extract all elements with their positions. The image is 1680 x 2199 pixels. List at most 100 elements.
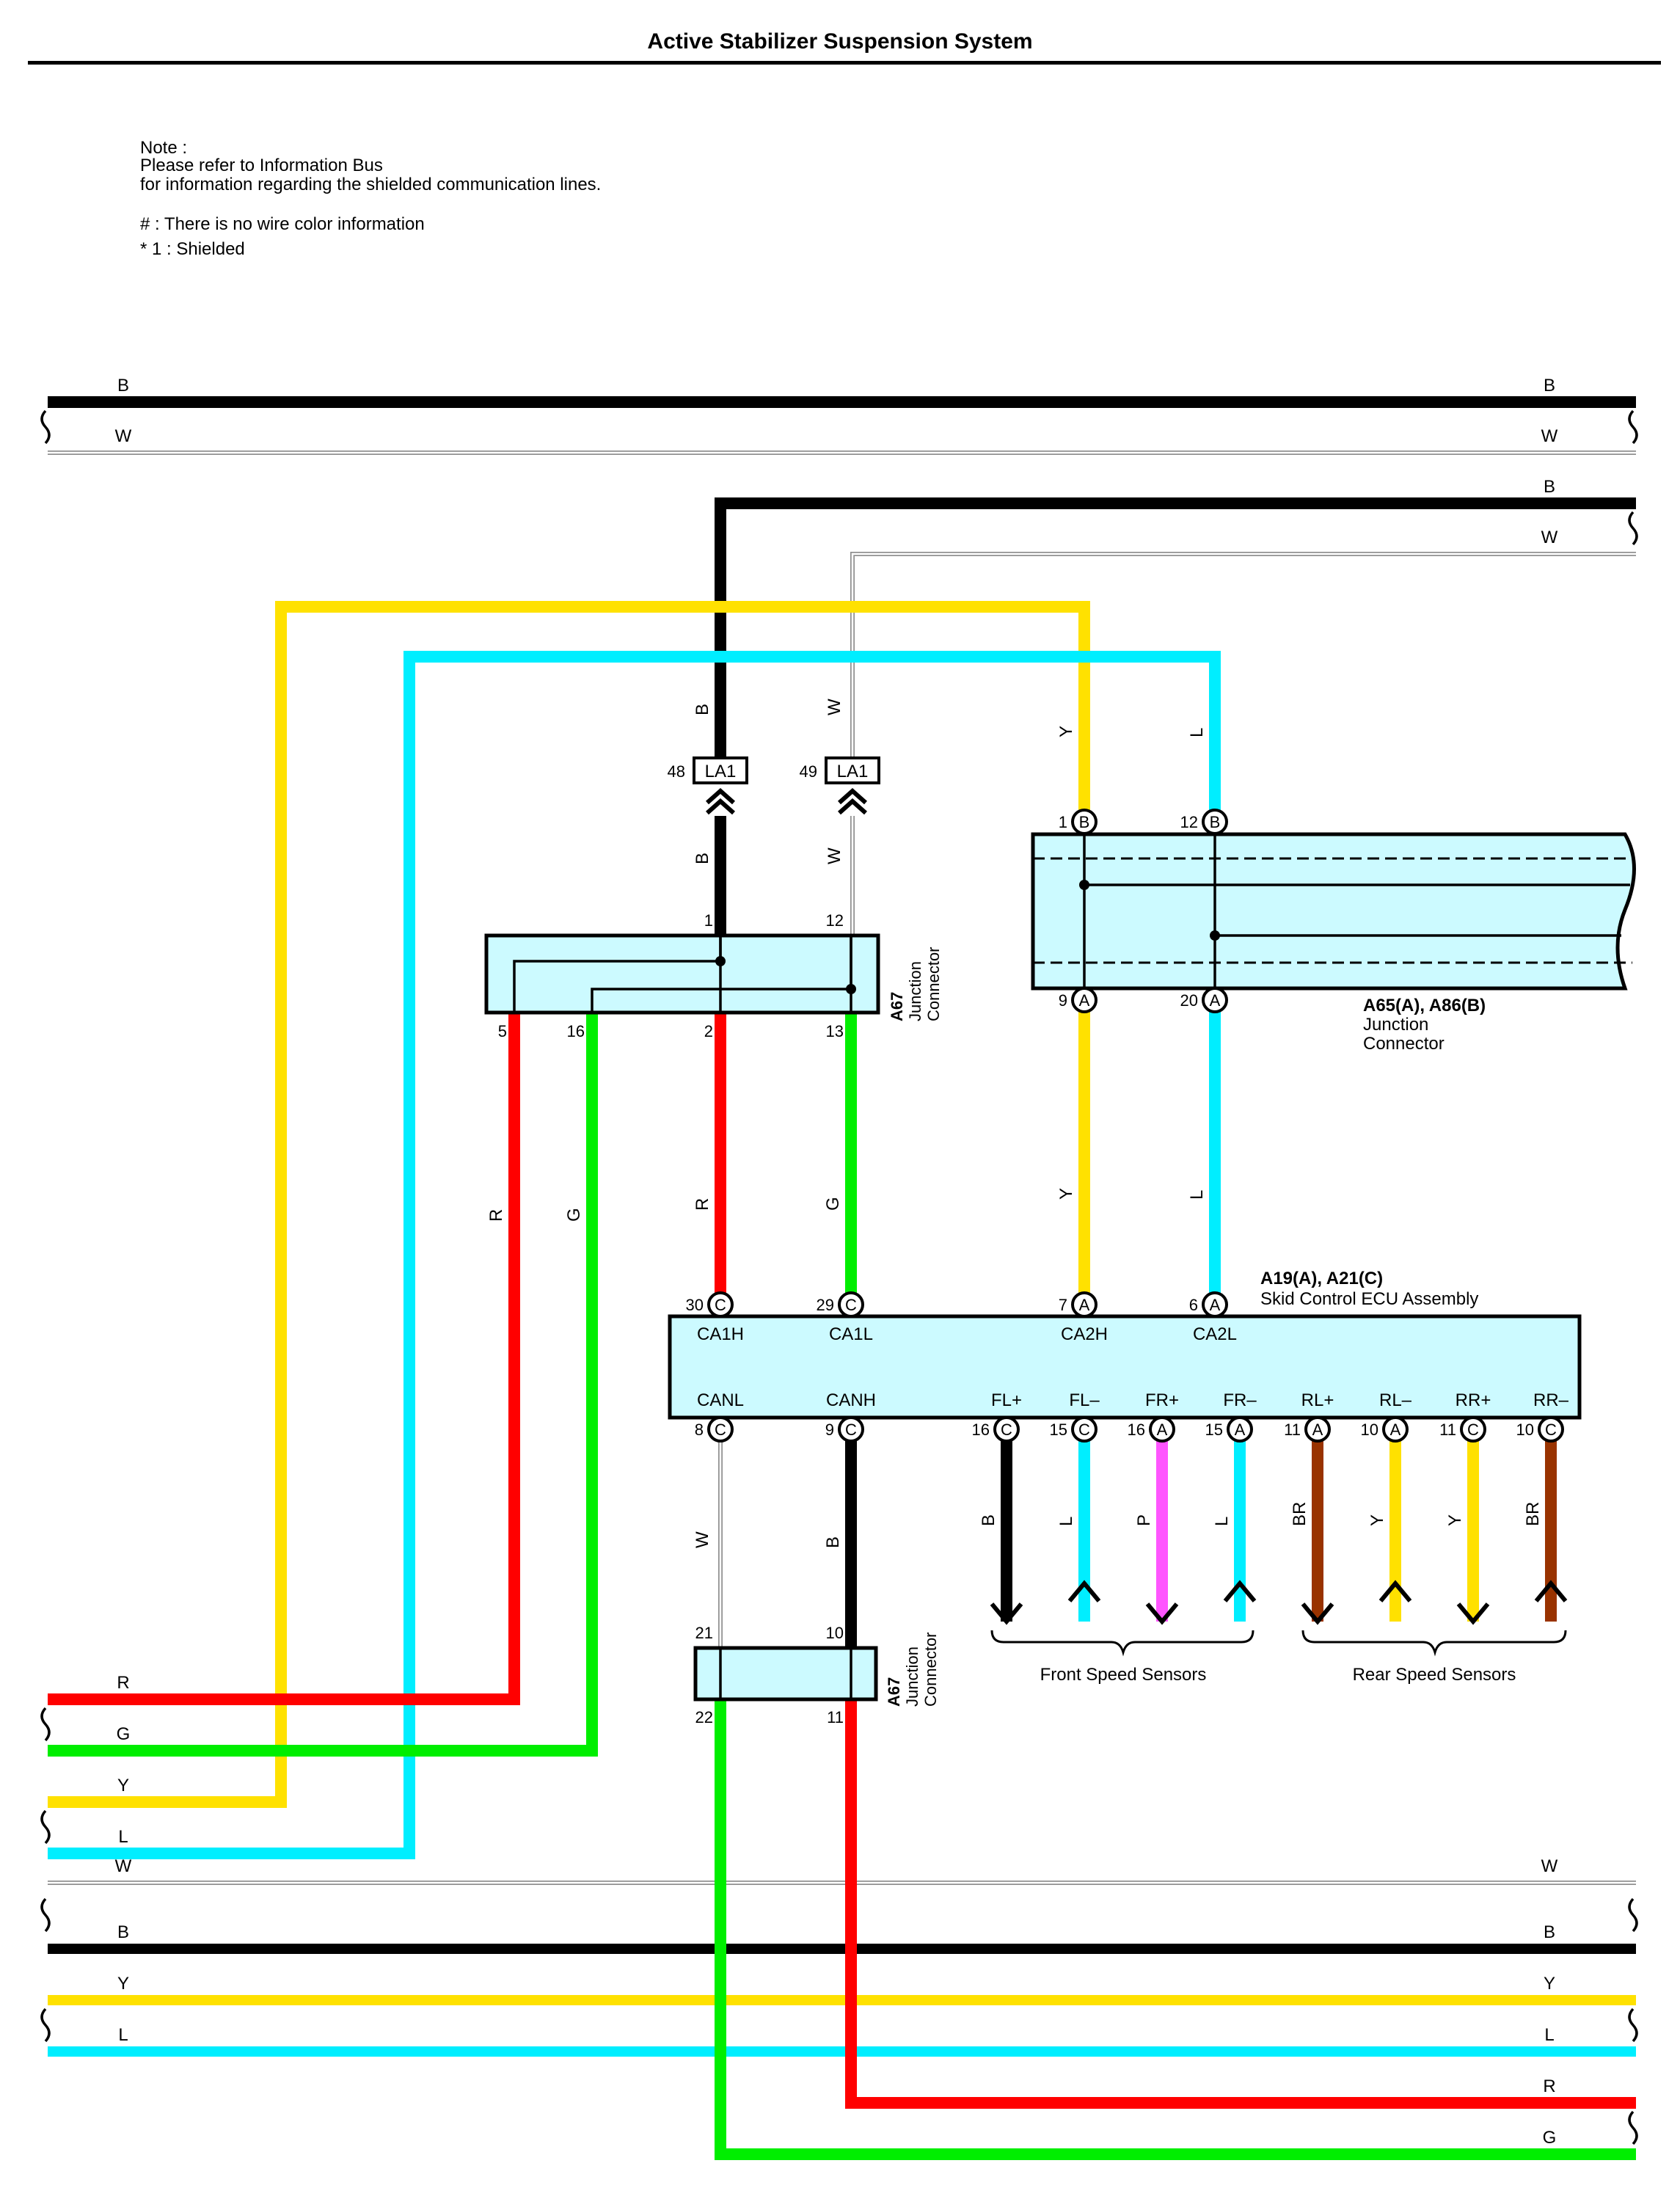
ecu-bottom-terminal-9 xyxy=(1538,1416,1564,1443)
note-line-1: Please refer to Information Bus xyxy=(140,156,383,175)
a67-lower-name-line1: Junction xyxy=(903,1646,921,1707)
sensor-arrow-0 xyxy=(990,1602,1023,1625)
note-no-color: # : There is no wire color information xyxy=(140,214,425,234)
ecu-bottom-terminal-1-letter: C xyxy=(845,1421,857,1439)
ecu-bottom-terminal-6 xyxy=(1304,1416,1331,1443)
a67-lower-pin-22: 22 xyxy=(695,1708,713,1726)
a65-dot-1 xyxy=(1079,880,1089,890)
a67-lower-code-label: A67 xyxy=(885,1677,903,1707)
left-break-top xyxy=(40,409,51,445)
la1-white-wire-upper xyxy=(850,552,1636,776)
sensor-wire-label-3: L xyxy=(1212,1517,1232,1526)
a67-code-label: A67 xyxy=(888,992,906,1021)
a65-pin-12: 12 xyxy=(1180,813,1198,831)
la1-connector-box-0 xyxy=(693,756,748,784)
la1-lower-w-label: W xyxy=(825,847,844,864)
bottom-left-label-1: B xyxy=(117,1922,129,1942)
a67-junction-dot-2 xyxy=(846,984,856,994)
ecu-top-name-ca1h: CA1H xyxy=(697,1324,744,1344)
a65-pin-1: 1 xyxy=(1059,813,1067,831)
ecu-bottom-pin-2: 16 xyxy=(972,1421,990,1439)
ecu-bottom-pin-6: 11 xyxy=(1284,1421,1301,1439)
top-right-w-label: W xyxy=(1541,426,1558,446)
a67-pin-16: 16 xyxy=(567,1022,585,1040)
ecu-top-terminal-ca2l xyxy=(1202,1291,1228,1318)
ecu-bottom-terminal-8-letter: C xyxy=(1467,1421,1479,1439)
a65-upper-y-label: Y xyxy=(1056,726,1076,737)
la1-pin-1: 49 xyxy=(800,762,817,781)
a67-lower-green-wire xyxy=(715,1699,1636,2160)
a67-pin-1: 1 xyxy=(704,911,713,930)
sensor-wire-label-1: L xyxy=(1056,1517,1076,1526)
a67-lower-name-line2: Connector xyxy=(921,1632,940,1707)
left-l-label: L xyxy=(118,1827,128,1847)
ecu-bottom-terminal-3-letter: C xyxy=(1078,1421,1090,1439)
rear-speed-sensors-label: Rear Speed Sensors xyxy=(1353,1665,1516,1685)
note-heading: Note : xyxy=(140,138,188,158)
sensor-wire-label-5: Y xyxy=(1367,1514,1387,1526)
ecu-bottom-name-2: FL+ xyxy=(991,1390,1022,1410)
a67-lower-pin-21: 21 xyxy=(695,1624,713,1642)
ecu-bottom-pin-9: 10 xyxy=(1516,1421,1534,1439)
can-w-label: W xyxy=(693,1531,712,1548)
left-r-label: R xyxy=(117,1673,129,1693)
rear-sensor-brace xyxy=(1301,1630,1567,1657)
ecu-bottom-terminal-2 xyxy=(993,1416,1020,1443)
ecu-bottom-name-4: FR+ xyxy=(1145,1390,1179,1410)
top-right-b2-label: B xyxy=(1544,477,1555,497)
a67-left-r-label: R xyxy=(486,1209,506,1222)
left-break-bottom-1 xyxy=(40,1809,51,1845)
a67-red-left-wire xyxy=(48,1013,520,1705)
top-right-b-label: B xyxy=(1544,376,1555,395)
la1-connector-label-0: LA1 xyxy=(705,762,737,781)
ecu-bottom-terminal-5-letter: A xyxy=(1235,1421,1246,1439)
a65-name-line2: Connector xyxy=(1363,1034,1445,1054)
ecu-bottom-pin-4: 16 xyxy=(1128,1421,1145,1439)
ecu-bottom-terminal-3 xyxy=(1071,1416,1098,1443)
sensor-wire-label-4: BR xyxy=(1290,1502,1310,1526)
sensor-arrow-4 xyxy=(1301,1602,1334,1625)
ecu-top-terminal-ca2l-letter: A xyxy=(1210,1296,1221,1314)
ecu-bottom-pin-0: 8 xyxy=(695,1421,704,1439)
title-rule xyxy=(28,61,1661,65)
a65-terminal-bottom-1 xyxy=(1071,987,1098,1013)
ecu-bottom-terminal-2-letter: C xyxy=(1001,1421,1012,1439)
a65-dot-2 xyxy=(1210,930,1220,941)
ecu-bottom-pin-5: 15 xyxy=(1205,1421,1223,1439)
ecu-top-terminal-ca1h xyxy=(707,1291,734,1318)
bottom-left-label-0: W xyxy=(115,1856,132,1876)
ecu-bottom-name-5: FR– xyxy=(1223,1390,1257,1410)
ecu-top-pin-3: 6 xyxy=(1189,1296,1198,1314)
right-break-bottom-3 xyxy=(1628,2110,1638,2145)
right-break-top-2 xyxy=(1628,511,1638,546)
top-left-w-label: W xyxy=(115,426,132,446)
ecu-bottom-terminal-7 xyxy=(1382,1416,1409,1443)
la1-chevrons-0-b xyxy=(706,798,735,815)
a65-name-line1: Junction xyxy=(1363,1015,1428,1035)
ecu-bottom-pin-3: 15 xyxy=(1050,1421,1067,1439)
ecu-bottom-terminal-8 xyxy=(1460,1416,1486,1443)
a65-terminal-bottom-2 xyxy=(1202,987,1228,1013)
ecu-bottom-name-7: RL– xyxy=(1379,1390,1412,1410)
bottom-left-label-3: L xyxy=(118,2025,128,2045)
a65-lower-l-label: L xyxy=(1187,1190,1207,1200)
a67-name-line2: Connector xyxy=(924,947,943,1021)
left-break-bottom-0 xyxy=(40,1707,51,1742)
a67-lower-pin-11: 11 xyxy=(827,1708,844,1726)
sensor-wire-label-0: B xyxy=(979,1514,998,1526)
ecu-top-name-ca2l: CA2L xyxy=(1193,1324,1237,1344)
la1-connector-label-1: LA1 xyxy=(837,762,869,781)
a67-pin-12: 12 xyxy=(826,911,844,930)
front-speed-sensors-label: Front Speed Sensors xyxy=(1040,1665,1207,1685)
ecu-top-pin-2: 7 xyxy=(1059,1296,1067,1314)
ecu-top-terminal-ca2h xyxy=(1071,1291,1098,1318)
a67-name-line1: Junction xyxy=(906,961,924,1021)
bottom-right-label-0: W xyxy=(1541,1856,1558,1876)
bottom-right-r-label: R xyxy=(1543,2076,1555,2096)
ecu-bottom-name-0: CANL xyxy=(697,1390,744,1410)
a67-center-g-label: G xyxy=(823,1197,843,1211)
front-sensor-brace xyxy=(990,1630,1254,1657)
ecu-top-name-ca2h: CA2H xyxy=(1061,1324,1108,1344)
ecu-top-terminal-ca1l-letter: C xyxy=(845,1296,857,1314)
yellow-loop-wire xyxy=(48,601,1090,1808)
